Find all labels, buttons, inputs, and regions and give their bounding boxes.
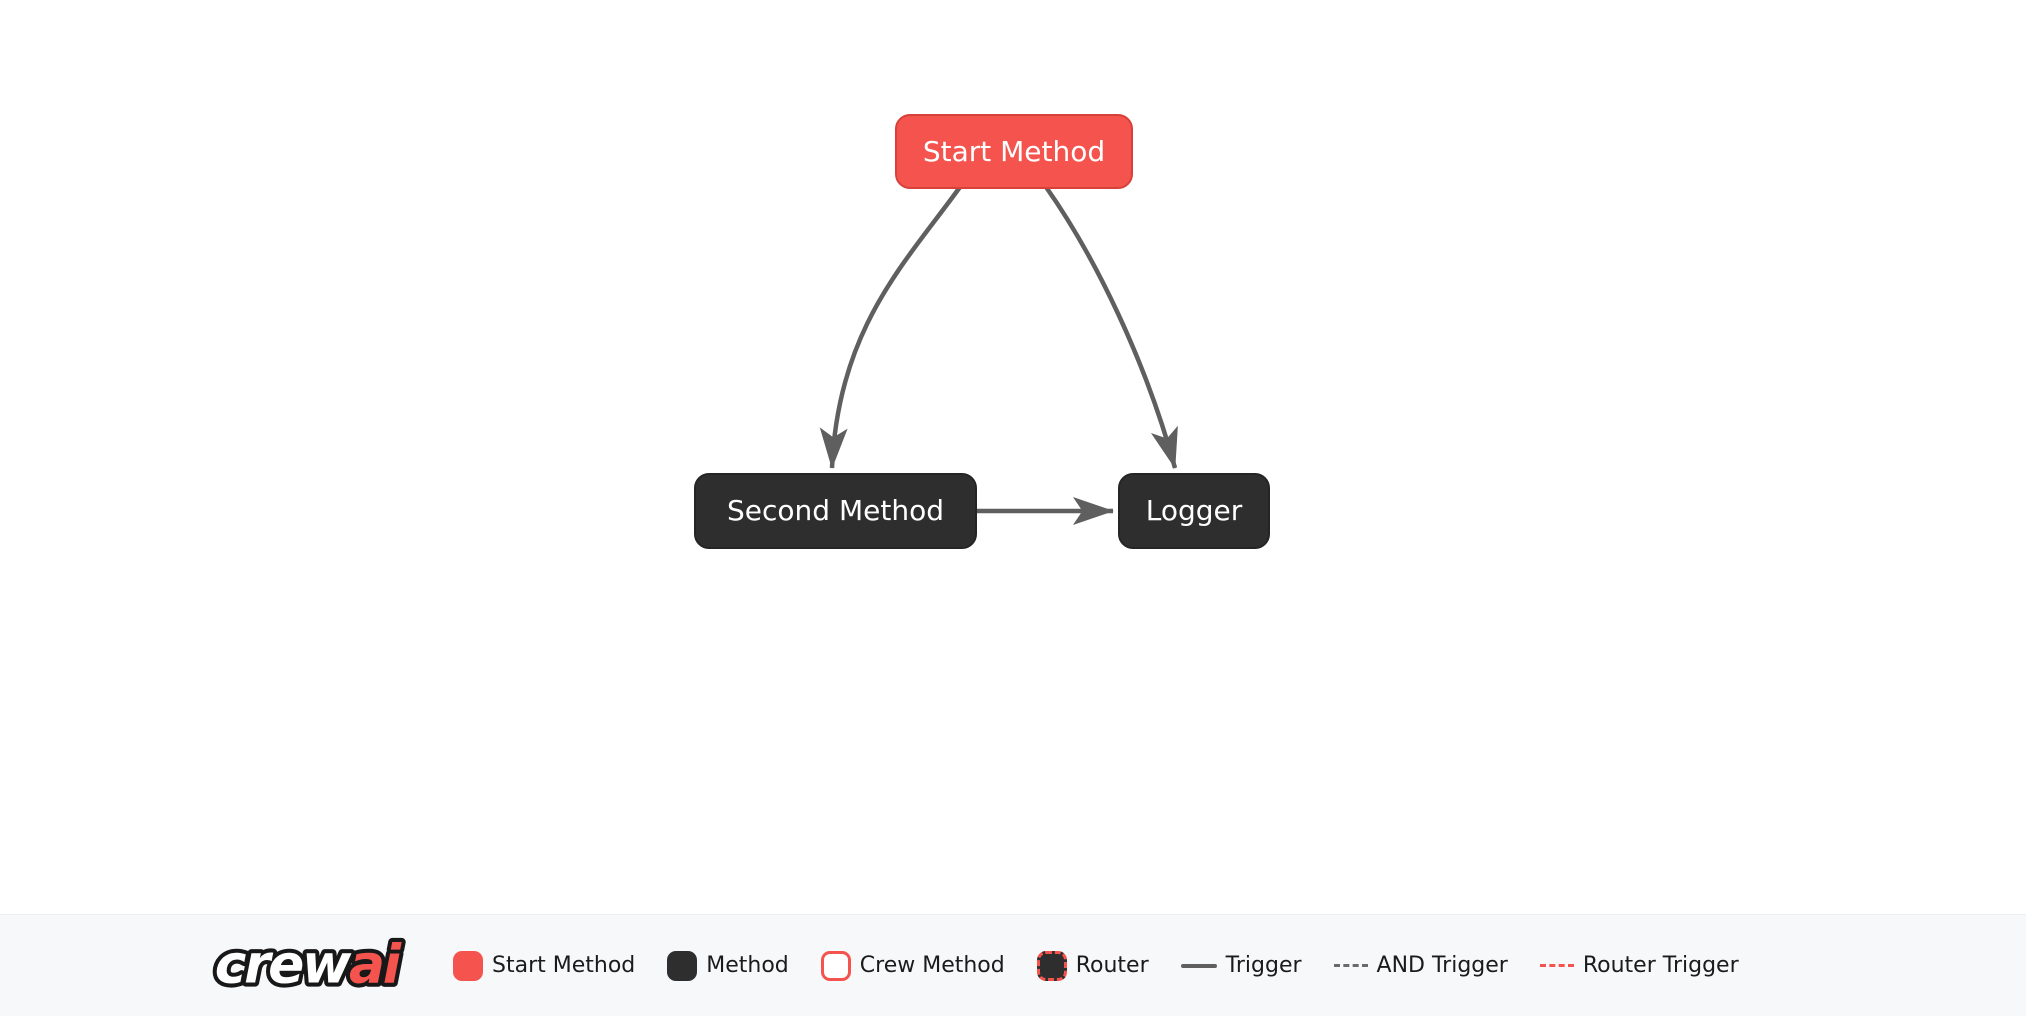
crewai-logo: crewai: [211, 930, 408, 999]
edge-start-to-logger: [1044, 185, 1178, 469]
legend-item-router: Router: [1036, 950, 1149, 981]
legend-bar: crewai Start Method Method Crew Method R…: [0, 914, 2026, 1016]
legend-item-and-trigger: AND Trigger: [1333, 953, 1508, 978]
node-start-method[interactable]: Start Method: [895, 114, 1133, 189]
router-swatch: [1036, 950, 1067, 981]
start-method-swatch: [453, 950, 483, 981]
legend-label-method: Method: [706, 953, 789, 978]
crew-method-swatch: [820, 950, 851, 981]
legend-label-trigger: Trigger: [1225, 953, 1302, 978]
router-trigger-line-swatch: [1539, 964, 1574, 967]
legend-label-router: Router: [1075, 953, 1149, 978]
svg-text:crewai: crewai: [215, 932, 402, 995]
method-swatch: [667, 950, 698, 981]
legend-item-method: Method: [667, 950, 789, 981]
and-trigger-line-swatch: [1333, 964, 1368, 967]
legend-label-and-trigger: AND Trigger: [1376, 953, 1508, 978]
edge-start-to-second: [819, 185, 962, 469]
legend-item-crew-method: Crew Method: [820, 950, 1005, 981]
node-second-method[interactable]: Second Method: [694, 473, 977, 549]
flow-canvas[interactable]: Start Method Second Method Logger: [0, 0, 2026, 914]
logo-text-ai: ai: [349, 932, 402, 995]
legend-item-trigger: Trigger: [1180, 953, 1302, 978]
logo-text-crew: crew: [215, 932, 352, 995]
legend-label-router-trigger: Router Trigger: [1582, 953, 1739, 978]
legend-item-start-method: Start Method: [453, 950, 636, 981]
legend-label-start-method: Start Method: [492, 953, 636, 978]
flow-edges: [819, 185, 1178, 525]
node-logger[interactable]: Logger: [1118, 473, 1270, 549]
trigger-line-swatch: [1180, 963, 1217, 968]
legend-label-crew-method: Crew Method: [859, 953, 1005, 978]
legend-item-router-trigger: Router Trigger: [1539, 953, 1739, 978]
